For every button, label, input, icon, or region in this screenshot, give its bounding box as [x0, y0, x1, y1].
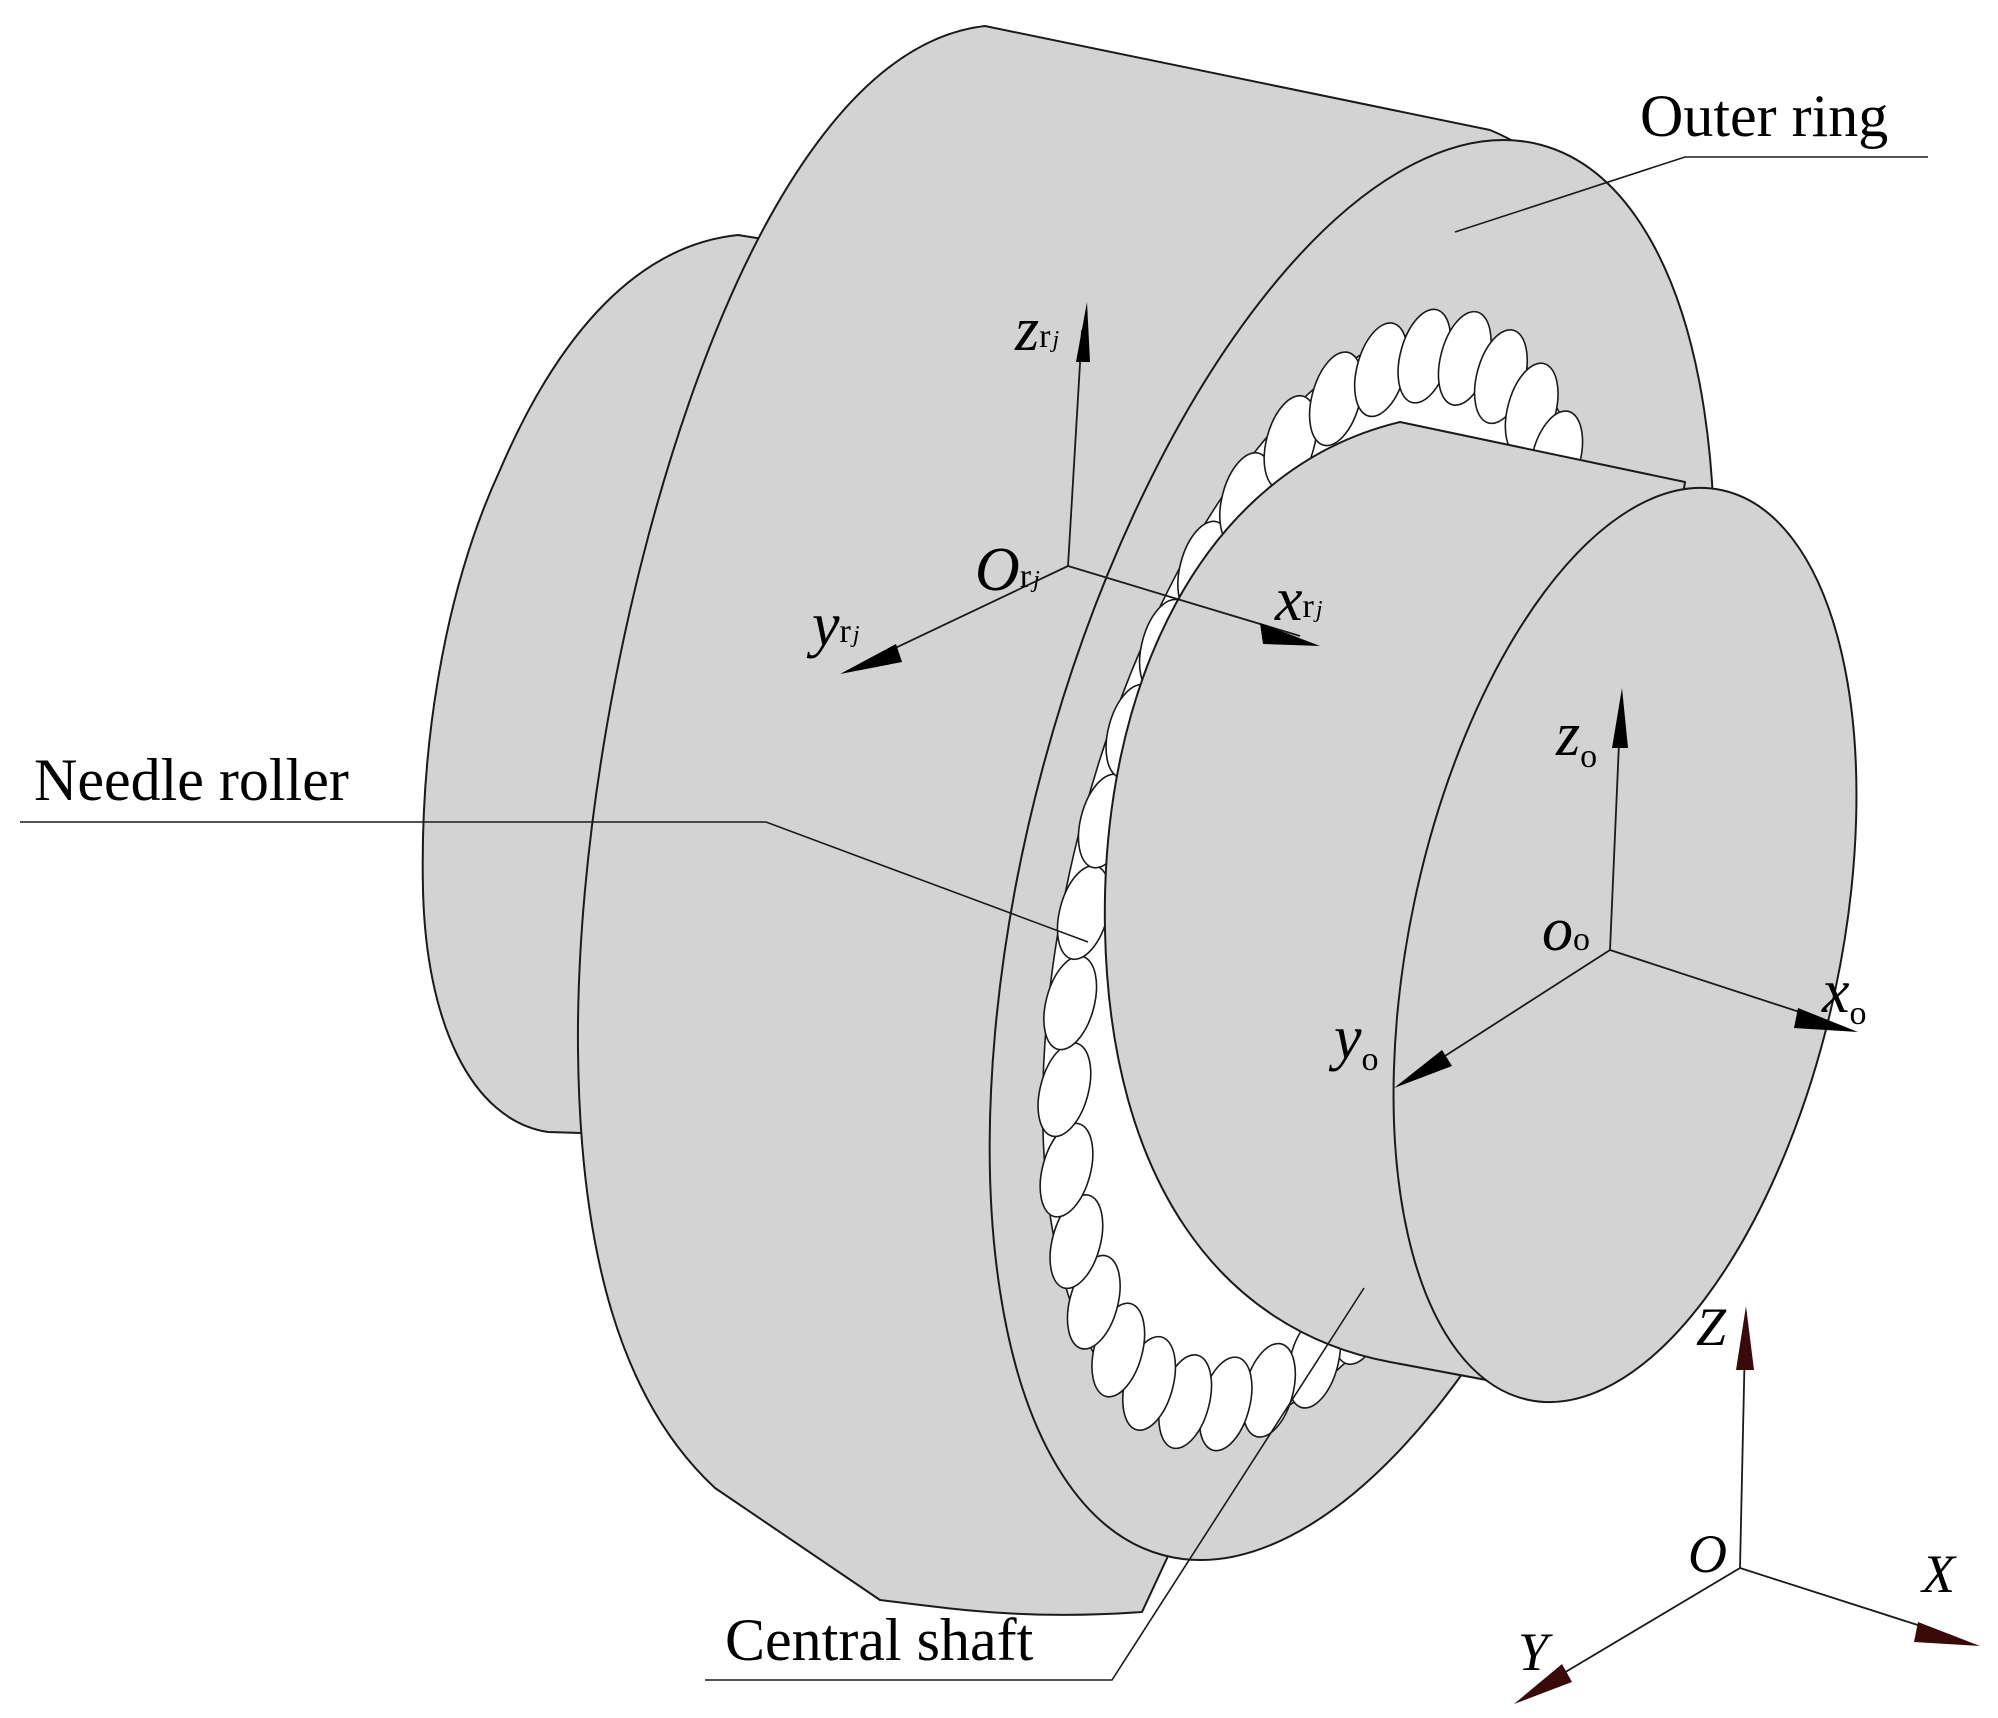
roller-x-label: xrj: [1274, 566, 1323, 634]
roller-x-arrow: [1260, 623, 1320, 646]
needle-roller-leader: [20, 821, 1089, 943]
global-x-arrow: [1914, 1622, 1980, 1646]
needle-roller: [1039, 1122, 1094, 1218]
shaft-coordinate-frame: oo zo xo yo: [1328, 688, 1867, 1088]
shaft-z-arrow: [1612, 688, 1628, 748]
global-x-axis: [1739, 1567, 1953, 1637]
central-shaft-label: Central shaft: [725, 1607, 1034, 1673]
roller-y-arrow: [840, 644, 902, 674]
global-y-arrow: [1514, 1664, 1572, 1704]
roller-coordinate-frame: Orj zrj xrj yrj: [806, 296, 1323, 674]
global-y-axis: [1541, 1567, 1741, 1687]
global-z-label: Z: [1696, 1297, 1727, 1357]
needle-roller: [1037, 1042, 1092, 1138]
shaft-y-axis: [1419, 949, 1611, 1073]
needle-roller-label: Needle roller: [34, 747, 349, 813]
outer-ring-leader: [1454, 156, 1928, 233]
roller-z-arrow: [1076, 302, 1090, 362]
global-z-axis: [1739, 1339, 1746, 1569]
shaft-y-label: yo: [1328, 1004, 1379, 1078]
shaft-x-arrow: [1794, 1008, 1858, 1032]
shaft-z-axis: [1609, 719, 1621, 951]
shaft-y-arrow: [1394, 1050, 1452, 1088]
roller-y-label: yrj: [806, 591, 860, 659]
global-origin-label: O: [1688, 1524, 1727, 1584]
central-shaft-front: [1103, 421, 1858, 1404]
global-z-arrow: [1736, 1306, 1754, 1370]
global-coordinate-frame: O Z X Y: [1514, 1297, 1980, 1704]
roller-z-axis: [1067, 329, 1083, 567]
shaft-z-label: zo: [1555, 701, 1597, 775]
shaft-x-label: xo: [1821, 958, 1867, 1032]
outer-ring-label: Outer ring: [1640, 83, 1888, 149]
global-y-label: Y: [1518, 1622, 1553, 1682]
needle-roller: [1049, 1194, 1104, 1290]
shaft-origin-label: oo: [1542, 896, 1590, 964]
global-x-label: X: [1920, 1544, 1957, 1604]
roller-z-label: zrj: [1014, 296, 1059, 364]
shaft-x-axis: [1609, 949, 1831, 1023]
roller-origin-label: Orj: [975, 536, 1040, 604]
roller-y-axis: [869, 565, 1069, 661]
central-shaft-leader: [705, 1287, 1365, 1681]
